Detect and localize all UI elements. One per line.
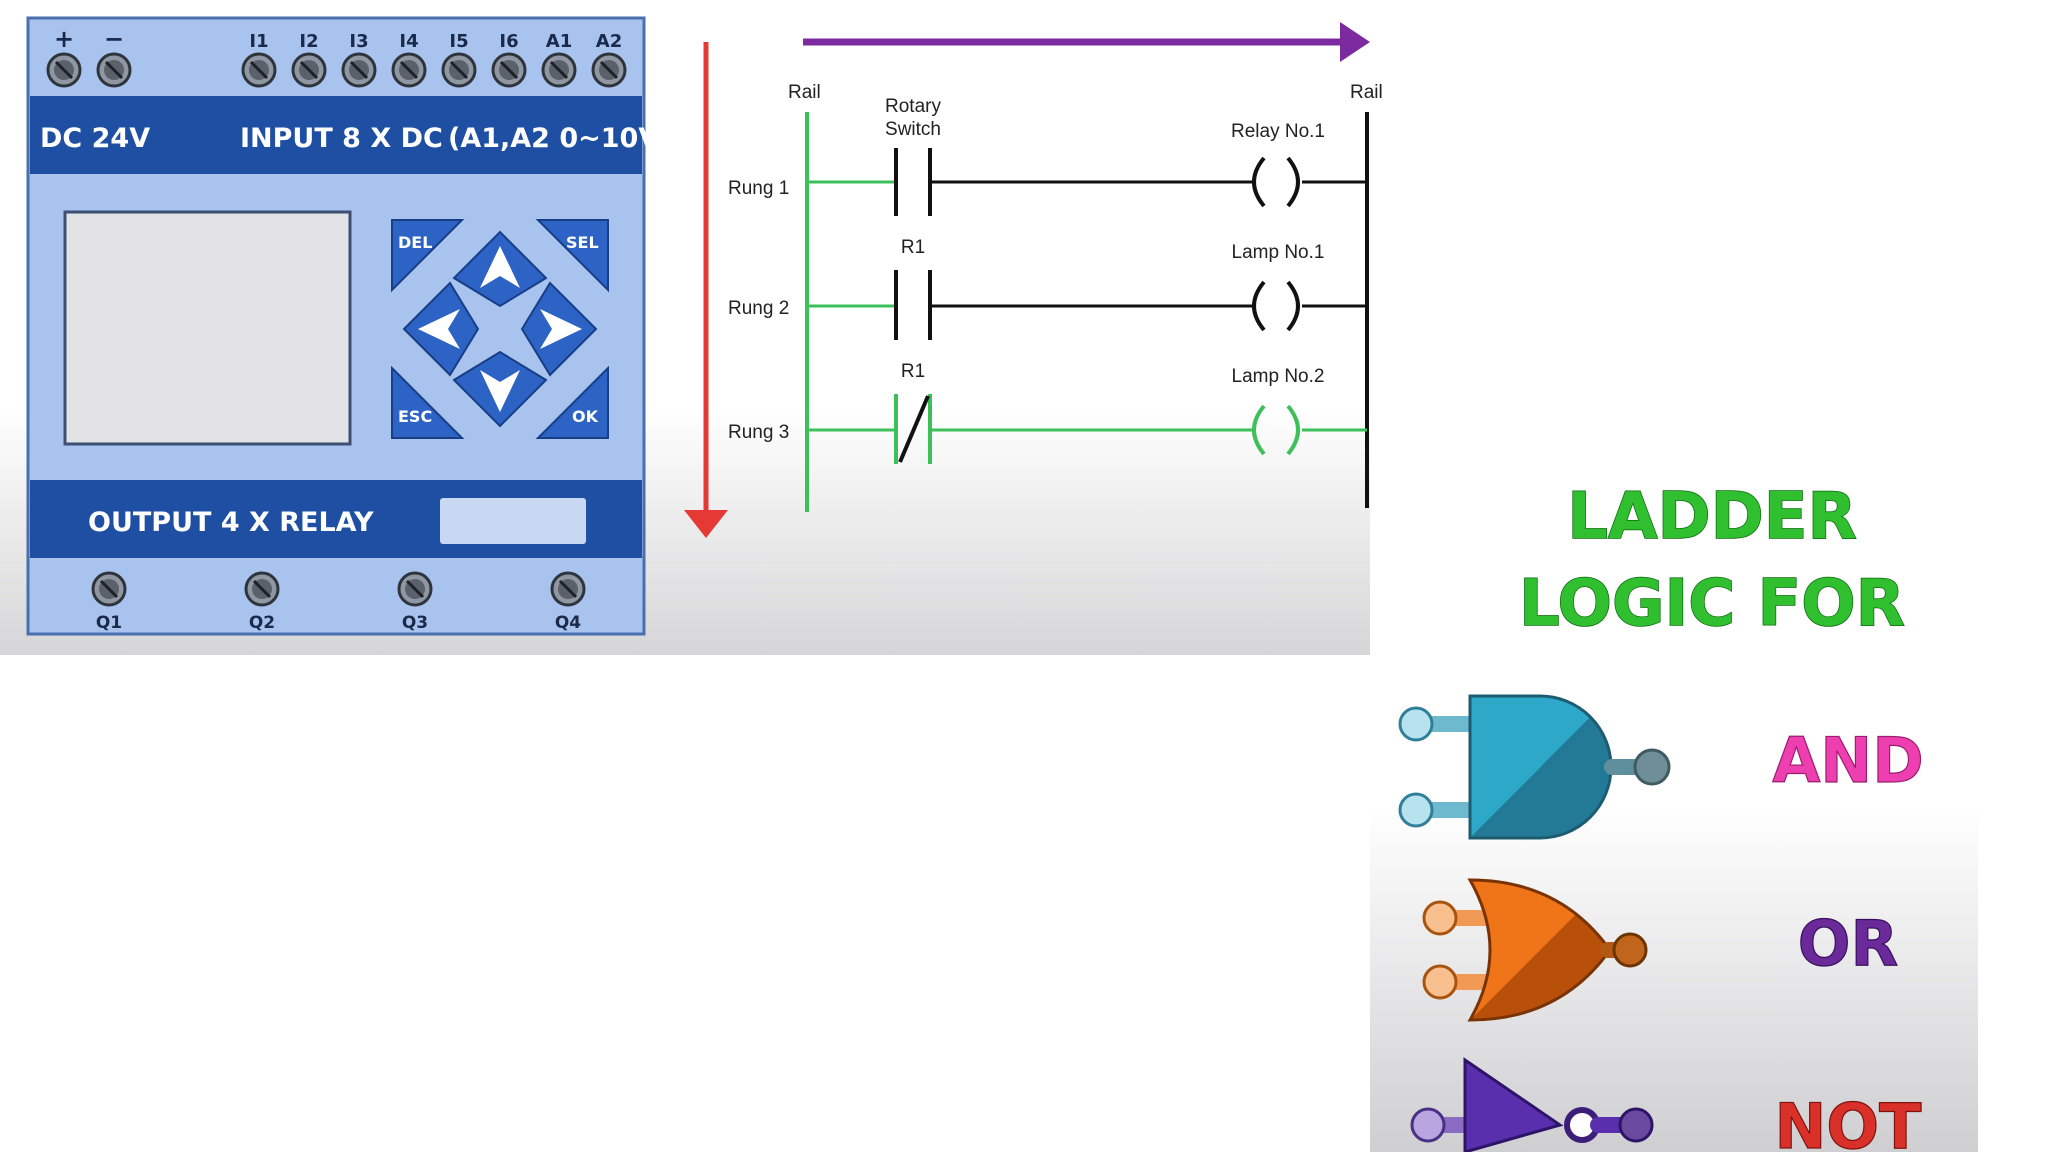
or-gate-icon — [1422, 878, 1648, 1022]
terminal-label: Q1 — [96, 613, 122, 633]
ok-key[interactable] — [535, 365, 609, 439]
terminal-screw-icon — [46, 52, 82, 88]
left-rail-label: Rail — [788, 82, 821, 103]
sel-key-label: SEL — [566, 233, 599, 252]
terminal-label: Q4 — [555, 613, 581, 633]
terminal-screw-icon — [397, 571, 433, 607]
terminal-screw-icon — [491, 52, 527, 88]
terminal-screw-icon — [291, 52, 327, 88]
terminal-label: I6 — [499, 31, 518, 52]
rung-3: Rung 3 R1 Lamp No.2 — [728, 361, 1367, 464]
terminal-screw-icon — [91, 571, 127, 607]
rung-label: Rung 3 — [728, 422, 789, 443]
scan-direction-right — [803, 22, 1370, 62]
terminal-label: I5 — [449, 31, 468, 52]
terminal-screw-icon — [391, 52, 427, 88]
coil-right-arc — [1286, 156, 1300, 208]
input-label: INPUT 8 X DC — [240, 123, 443, 154]
terminal-screw-icon — [550, 571, 586, 607]
terminal-label: Q2 — [249, 613, 275, 633]
coil-left-arc — [1252, 280, 1266, 332]
rung-2: Rung 2 R1 Lamp No.1 — [728, 237, 1367, 340]
contact-label: R1 — [901, 361, 925, 382]
terminal-label: I1 — [249, 31, 268, 52]
contact-label-line2: Switch — [885, 119, 941, 140]
title-line-2: LOGIC FOR — [1519, 567, 1905, 641]
right-rail-label: Rail — [1350, 82, 1383, 103]
coil-label: Lamp No.2 — [1232, 366, 1325, 387]
terminal-screw-icon — [241, 52, 277, 88]
ladder-diagram: Rail Rail Rung 1 Rotary Switch Relay No.… — [728, 82, 1383, 512]
right-arrow-icon — [540, 309, 582, 349]
terminal-screw-icon — [341, 52, 377, 88]
contact-label: R1 — [901, 237, 925, 258]
plc-keypad: DEL SEL ESC OK — [391, 219, 609, 439]
not-label: NOT — [1775, 1090, 1922, 1152]
terminal-label: I2 — [299, 31, 318, 52]
left-arrow-icon — [418, 309, 460, 349]
terminal-screw-icon — [96, 52, 132, 88]
and-gate-icon — [1398, 694, 1671, 840]
terminal-screw-icon — [244, 571, 280, 607]
contact-label: Rotary — [885, 96, 941, 117]
scan-direction-down — [684, 42, 728, 538]
title-line-1: LADDER — [1567, 480, 1857, 554]
contact-nc-slash — [898, 395, 930, 463]
power-label: DC 24V — [40, 123, 150, 154]
sel-key[interactable] — [535, 219, 609, 293]
terminal-label: A1 — [546, 31, 572, 52]
terminal-label: − — [104, 25, 124, 53]
terminal-label: + — [54, 25, 74, 53]
terminal-label: Q3 — [402, 613, 428, 633]
terminal-label: A2 — [596, 31, 622, 52]
not-gate-icon — [1410, 1057, 1654, 1152]
down-arrow-icon — [480, 370, 520, 412]
terminal-label: I4 — [399, 31, 418, 52]
esc-key-label: ESC — [398, 407, 432, 426]
terminal-screw-icon — [591, 52, 627, 88]
top-terminal-strip: + − I1 I2 I3 I4 I5 I6 A1 A2 — [46, 25, 627, 88]
terminal-screw-icon — [441, 52, 477, 88]
right-arrowhead-icon — [1340, 22, 1370, 62]
bottom-terminal-strip: Q1 Q2 Q3 Q4 — [91, 571, 586, 633]
up-arrow-icon — [480, 246, 520, 288]
output-label: OUTPUT 4 X RELAY — [88, 507, 374, 538]
coil-left-arc — [1252, 404, 1266, 456]
coil-label: Relay No.1 — [1231, 121, 1325, 142]
and-label: AND — [1772, 724, 1923, 797]
coil-right-arc — [1286, 404, 1300, 456]
plc-top-band — [30, 96, 642, 174]
terminal-screw-icon — [541, 52, 577, 88]
coil-right-arc — [1286, 280, 1300, 332]
coil-left-arc — [1252, 156, 1266, 208]
plc-device: + − I1 I2 I3 I4 I5 I6 A1 A2 Q1 Q2 Q3 Q4 DC 24V INPUT… — [26, 16, 672, 636]
down-arrowhead-icon — [684, 510, 728, 538]
output-label-slot — [440, 498, 586, 544]
esc-key[interactable] — [391, 365, 465, 439]
rung-label: Rung 1 — [728, 178, 789, 199]
coil-label: Lamp No.1 — [1232, 242, 1325, 263]
del-key[interactable] — [391, 219, 465, 293]
del-key-label: DEL — [398, 233, 432, 252]
plc-lcd-screen — [63, 210, 352, 446]
rung-1: Rung 1 Rotary Switch Relay No.1 — [728, 96, 1367, 216]
or-label: OR — [1798, 907, 1898, 980]
analog-label: (A1,A2 0~10V) — [448, 123, 672, 154]
terminal-label: I3 — [349, 31, 368, 52]
rung-label: Rung 2 — [728, 298, 789, 319]
ok-key-label: OK — [572, 407, 599, 426]
